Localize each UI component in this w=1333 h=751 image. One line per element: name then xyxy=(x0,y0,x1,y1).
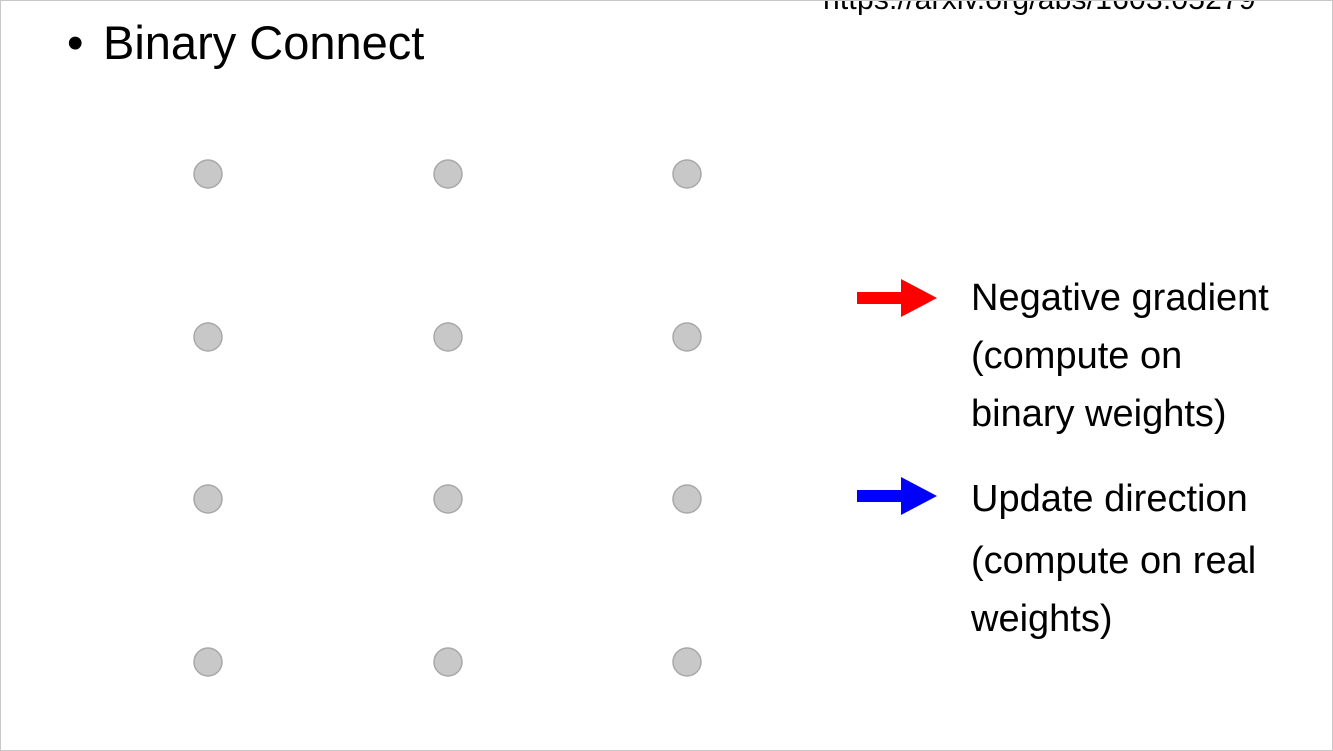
weight-dot xyxy=(193,322,223,352)
weight-dot xyxy=(193,159,223,189)
weight-dot xyxy=(433,322,463,352)
weight-dot xyxy=(672,647,702,677)
legend-line: weights) xyxy=(971,598,1113,640)
legend-line: (compute on real xyxy=(971,540,1257,582)
red-arrow-icon xyxy=(857,279,937,317)
legend-line: binary weights) xyxy=(971,393,1227,435)
weight-grid xyxy=(193,159,702,677)
blue-arrow-icon xyxy=(857,477,937,515)
weight-dot xyxy=(672,484,702,514)
weight-dot xyxy=(433,647,463,677)
legend-line: Negative gradient xyxy=(971,277,1269,319)
page-title: • Binary Connect xyxy=(67,15,424,70)
weight-dot xyxy=(193,647,223,677)
paper-url: https://arxiv.org/abs/1603.05279 xyxy=(823,1,1256,17)
legend-line: (compute on xyxy=(971,335,1183,377)
weight-dot xyxy=(193,484,223,514)
legend-negative-gradient: Negative gradient (compute on binary wei… xyxy=(971,269,1269,443)
bullet-marker: • xyxy=(67,16,84,69)
legend-update-direction: Update direction (compute on real weight… xyxy=(971,470,1256,648)
weight-dot xyxy=(433,484,463,514)
title-text: Binary Connect xyxy=(103,16,425,69)
weight-dot xyxy=(672,159,702,189)
weight-dot xyxy=(672,322,702,352)
weight-dot xyxy=(433,159,463,189)
legend-line: Update direction xyxy=(971,478,1248,520)
